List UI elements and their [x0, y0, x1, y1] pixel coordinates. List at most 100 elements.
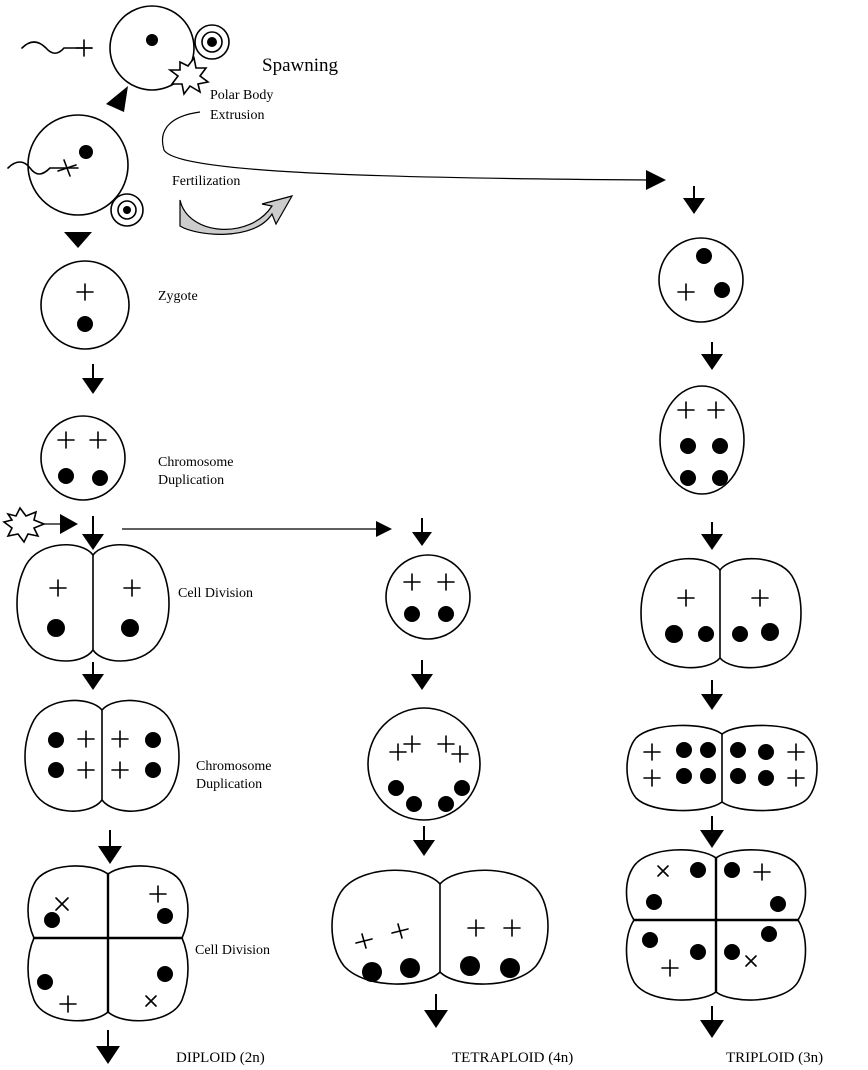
polar-body-label-2: Extrusion	[210, 108, 264, 123]
chromosome-cross	[355, 933, 373, 949]
chromosome-cross	[677, 283, 695, 301]
chromosome-dot	[732, 626, 748, 642]
down-arrow-icon	[64, 232, 92, 248]
chromosome-dot	[454, 780, 470, 796]
diploid-label: DIPLOID (2n)	[176, 1050, 265, 1066]
chromosome-cross	[59, 995, 77, 1013]
chromosome-dot	[460, 956, 480, 976]
sperm-head-cross	[75, 39, 93, 57]
triploid-label: TRIPLOID (3n)	[726, 1050, 823, 1066]
zygote-label: Zygote	[158, 289, 198, 304]
down-arrow-icon	[82, 534, 104, 550]
chromosome-cross	[467, 919, 485, 937]
chromosome-dot	[642, 932, 658, 948]
sperm-icon	[21, 41, 93, 55]
down-arrow-icon	[82, 674, 104, 690]
chromosome-dot	[698, 626, 714, 642]
chromosome-cross	[111, 761, 129, 779]
chromosome-dot	[92, 470, 108, 486]
sperm-icon	[7, 161, 79, 175]
cell	[659, 385, 745, 495]
chromosome-dot	[37, 974, 53, 990]
cell	[40, 415, 126, 501]
chromosome-cross	[661, 959, 679, 977]
fertilization-label: Fertilization	[172, 174, 240, 189]
down-arrow-icon	[411, 674, 433, 690]
chromosome-cross	[149, 885, 167, 903]
down-arrow-icon	[701, 534, 723, 550]
chromosome-cross	[403, 735, 421, 753]
chromosome-dot	[665, 625, 683, 643]
chromosome-dot	[44, 912, 60, 928]
chromosome-cross	[77, 730, 95, 748]
chromosome-cross	[76, 283, 94, 301]
chrom-dup-1-label-a: Chromosome	[158, 455, 233, 470]
cell	[385, 554, 471, 640]
spawning-label: Spawning	[262, 55, 339, 76]
polar-body-label-1: Polar Body	[210, 88, 273, 103]
chromosome-cross	[111, 730, 129, 748]
chromosome-dot	[438, 796, 454, 812]
two-cell-embryo	[640, 557, 802, 669]
chromosome-dot	[145, 732, 161, 748]
chromosome-dot	[690, 862, 706, 878]
chromosome-dot	[676, 768, 692, 784]
chromosome-dot	[48, 762, 64, 778]
curved-arrow-icon	[179, 195, 294, 235]
tetraploid-column: TETRAPLOID (4n)	[331, 518, 573, 1066]
chromosome-dot	[58, 468, 74, 484]
chromosome-dot	[730, 742, 746, 758]
chromosome-dot	[500, 958, 520, 978]
chromosome-dot	[761, 926, 777, 942]
chromosome-dot	[770, 896, 786, 912]
duplication-stage-1: Chromosome Duplication	[2, 415, 392, 550]
chromosome-dot	[77, 316, 93, 332]
chromosome-x	[657, 865, 669, 877]
cell	[367, 707, 481, 821]
down-arrow-icon	[106, 86, 128, 112]
chromosome-dot	[758, 744, 774, 760]
chromosome-dot	[157, 908, 173, 924]
chromosome-cross	[753, 863, 771, 881]
chromosome-dot	[362, 962, 382, 982]
chromosome-dot	[400, 958, 420, 978]
egg-cell	[109, 5, 195, 91]
chromosome-cross	[437, 735, 455, 753]
chromosome-cross	[677, 401, 695, 419]
polar-body-chromosome	[123, 206, 131, 214]
chromosome-cross	[787, 743, 805, 761]
chromosome-cross	[451, 745, 469, 763]
chromosome-dot	[680, 438, 696, 454]
chromosome-cross	[77, 761, 95, 779]
chromosome-dot	[758, 770, 774, 786]
down-arrow-icon	[701, 354, 723, 370]
zygote-cell	[40, 260, 130, 350]
egg-chromosome	[79, 145, 93, 159]
chromosome-cross	[89, 431, 107, 449]
chromosome-cross	[751, 589, 769, 607]
chrom-dup-1-label-b: Duplication	[158, 473, 224, 488]
shock-starburst-icon	[167, 56, 210, 96]
shock-starburst-icon	[2, 506, 47, 544]
diploid-cell-division-2: Cell Division DIPLOID (2n)	[27, 865, 270, 1066]
down-arrow-icon	[82, 378, 104, 394]
right-arrow-icon	[376, 521, 392, 537]
cell	[658, 237, 744, 323]
chromosome-dot	[700, 742, 716, 758]
chromosome-dot	[724, 944, 740, 960]
down-arrow-icon	[701, 694, 723, 710]
down-arrow-icon	[413, 840, 435, 856]
polar-body-path	[162, 111, 651, 181]
chromosome-dot	[406, 796, 422, 812]
chromosome-cross	[707, 401, 725, 419]
polar-body-chromosome	[207, 37, 217, 47]
chromosome-dot	[48, 732, 64, 748]
chromosome-dot	[388, 780, 404, 796]
chromosome-cross	[677, 589, 695, 607]
chrom-dup-2-label-a: Chromosome	[196, 759, 271, 774]
chromosome-cross	[437, 573, 455, 591]
down-arrow-icon	[700, 830, 724, 848]
chromosome-dot	[712, 438, 728, 454]
sperm-head-cross	[57, 159, 77, 177]
